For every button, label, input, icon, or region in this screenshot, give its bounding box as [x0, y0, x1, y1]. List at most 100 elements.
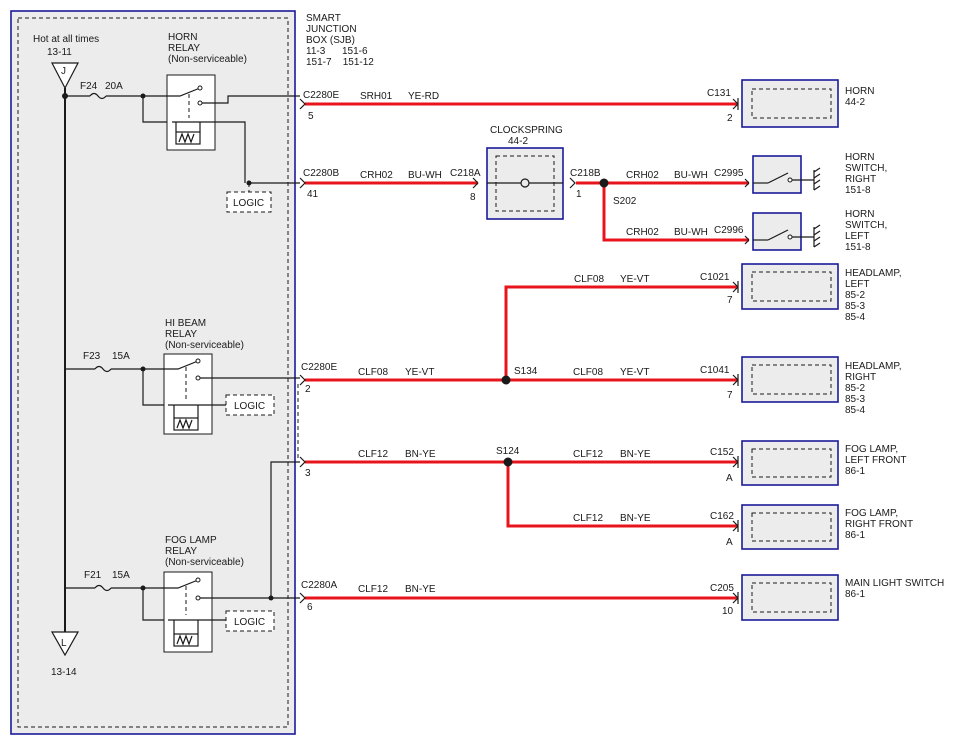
sjb-title-line: JUNCTION [306, 24, 357, 35]
component-pin: 7 [727, 390, 733, 401]
clockspring-in-connector: C218A [450, 168, 481, 179]
fuse-f24-rating: 20A [105, 81, 123, 92]
horn-relay [143, 74, 300, 183]
svg-text:85-3: 85-3 [845, 394, 865, 405]
svg-text:LEFT FRONT: LEFT FRONT [845, 455, 906, 466]
svg-text:HEADLAMP,: HEADLAMP, [845, 268, 902, 279]
svg-text:CLOCKSPRING: CLOCKSPRING [490, 125, 563, 136]
svg-text:CLF08: CLF08 [573, 367, 603, 378]
logic-label: LOGIC [234, 401, 265, 412]
terminal-l-icon: L [50, 631, 80, 657]
svg-text:151-8: 151-8 [845, 242, 871, 253]
svg-text:FOG LAMP,: FOG LAMP, [845, 508, 898, 519]
fuse-f23-rating: 15A [112, 351, 130, 362]
component-pin: 7 [727, 295, 733, 306]
splice-label: S202 [613, 196, 637, 207]
svg-text:44-2: 44-2 [845, 97, 865, 108]
headlamp-right [732, 356, 839, 403]
svg-text:BU-WH: BU-WH [674, 170, 708, 181]
clockspring-icon [520, 178, 530, 188]
svg-text:BN-YE: BN-YE [620, 513, 651, 524]
top-ref: 13-11 [47, 47, 72, 58]
component-pin: A [726, 537, 733, 548]
hibeam-relay [143, 353, 300, 435]
horn-component [732, 79, 839, 128]
svg-text:RELAY: RELAY [165, 329, 197, 340]
wire-labels: SRH01 YE-RD CRH02 BU-WH CRH02 BU-WH CRH0… [358, 91, 708, 595]
hot-label: Hot at all times [33, 34, 99, 45]
svg-text:86-1: 86-1 [845, 589, 865, 600]
svg-text:151-8: 151-8 [845, 185, 871, 196]
fog-lamp-right-front [732, 504, 839, 550]
horn-switch-left [744, 212, 821, 251]
svg-text:BU-WH: BU-WH [408, 170, 442, 181]
sjb-title-line: 151-7 151-12 [306, 57, 374, 68]
svg-text:MAIN LIGHT SWITCH: MAIN LIGHT SWITCH [845, 578, 944, 589]
svg-text:LEFT: LEFT [845, 279, 869, 290]
fog-lamp-left-front [732, 440, 839, 486]
component-label: HEADLAMP, LEFT 85-2 85-3 85-4 [845, 268, 902, 323]
sjb-pin: 41 [307, 189, 319, 200]
svg-text:85-4: 85-4 [845, 405, 865, 416]
horn-switch-right [744, 155, 821, 194]
svg-text:CLF08: CLF08 [574, 274, 604, 285]
wires [305, 102, 749, 600]
svg-text:BN-YE: BN-YE [620, 449, 651, 460]
svg-text:(Non-serviceable): (Non-serviceable) [168, 54, 247, 65]
svg-text:HI BEAM: HI BEAM [165, 318, 206, 329]
fuse-f21-icon [94, 584, 112, 592]
clockspring-out-connector: C218B [570, 168, 601, 179]
component-pin: A [726, 473, 733, 484]
headlamp-left [732, 263, 839, 310]
splice-s134 [501, 375, 511, 385]
svg-text:RIGHT FRONT: RIGHT FRONT [845, 519, 913, 530]
svg-text:SWITCH,: SWITCH, [845, 163, 887, 174]
component-connector: C131 [707, 88, 731, 99]
relay-coil-icon [175, 131, 201, 145]
component-label: HEADLAMP, RIGHT 85-2 85-3 85-4 [845, 361, 902, 416]
svg-text:YE-VT: YE-VT [620, 274, 649, 285]
splice-s202 [599, 178, 609, 188]
svg-text:YE-VT: YE-VT [405, 367, 434, 378]
svg-text:HORN: HORN [845, 209, 874, 220]
svg-text:HEADLAMP,: HEADLAMP, [845, 361, 902, 372]
svg-text:SWITCH,: SWITCH, [845, 220, 887, 231]
svg-text:L: L [61, 638, 67, 649]
svg-text:CRH02: CRH02 [360, 170, 393, 181]
component-connector: C162 [710, 511, 734, 522]
component-label: MAIN LIGHT SWITCH 86-1 [845, 578, 944, 600]
component-connector: C1021 [700, 272, 730, 283]
svg-text:CRH02: CRH02 [626, 170, 659, 181]
component-connector: C205 [710, 583, 734, 594]
component-label: FOG LAMP, RIGHT FRONT 86-1 [845, 508, 913, 541]
terminal-j-icon: J [51, 62, 79, 90]
component-connector: C1041 [700, 365, 730, 376]
svg-text:SRH01: SRH01 [360, 91, 393, 102]
svg-text:RIGHT: RIGHT [845, 372, 876, 383]
component-label: FOG LAMP, LEFT FRONT 86-1 [845, 444, 906, 477]
component-connector: C2996 [714, 225, 744, 236]
svg-text:YE-VT: YE-VT [620, 367, 649, 378]
sjb-connector: C2280A [301, 580, 337, 591]
fuse-f23-icon [94, 365, 112, 373]
sjb-terminals [299, 98, 306, 604]
clockspring-out-pin: 1 [576, 189, 582, 200]
component-connector: C2995 [714, 168, 744, 179]
svg-text:CRH02: CRH02 [626, 227, 659, 238]
component-pin: 10 [722, 606, 734, 617]
logic-label: LOGIC [233, 198, 264, 209]
sjb-pin: 3 [305, 468, 311, 479]
sjb-pin: 6 [307, 602, 313, 613]
svg-text:CLF12: CLF12 [358, 584, 388, 595]
svg-text:(Non-serviceable): (Non-serviceable) [165, 340, 244, 351]
svg-text:CLF12: CLF12 [358, 449, 388, 460]
svg-text:HORN: HORN [845, 86, 874, 97]
hibeam-logic-box [225, 394, 275, 416]
svg-text:85-2: 85-2 [845, 383, 865, 394]
svg-text:86-1: 86-1 [845, 530, 865, 541]
svg-text:CLF12: CLF12 [573, 513, 603, 524]
svg-text:85-3: 85-3 [845, 301, 865, 312]
ground-icon [792, 224, 821, 248]
fog-relay-label: FOG LAMP RELAY (Non-serviceable) [165, 535, 244, 568]
